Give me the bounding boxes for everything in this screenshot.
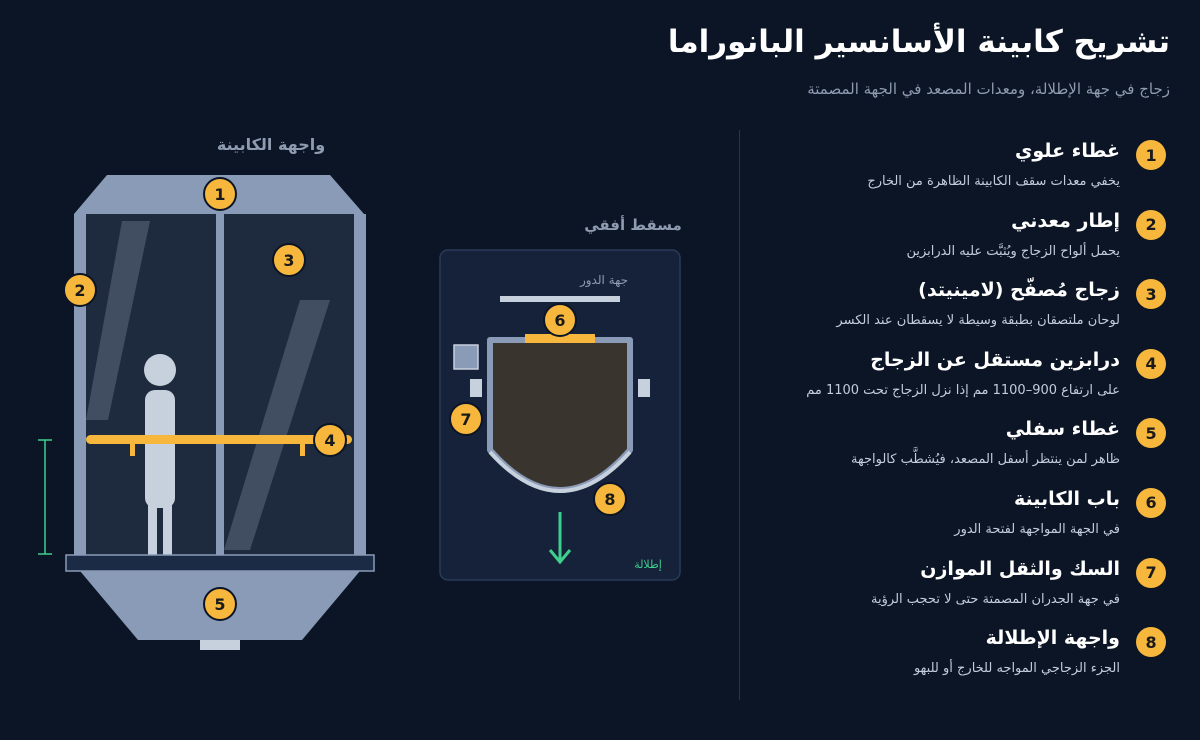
marker-1: 1 xyxy=(203,177,237,211)
person-figure xyxy=(148,505,157,555)
legend-description: لوحان ملتصقان بطبقة وسيطة لا يسقطان عند … xyxy=(836,313,1120,329)
counterweight xyxy=(453,344,479,370)
svg-text:2: 2 xyxy=(74,281,85,300)
legend-number: 1 xyxy=(1136,140,1166,170)
view-side-label: إطلالة xyxy=(634,558,662,571)
legend-item: 2 إطار معدني يحمل ألواح الزجاج ويُثبَّت … xyxy=(746,206,1166,276)
legend-number: 6 xyxy=(1136,487,1166,518)
legend-number: 3 xyxy=(1136,279,1166,310)
legend-item: 3 زجاج مُصفّح (لامينيتد) لوحان ملتصقان ب… xyxy=(746,275,1166,345)
floor-side-label: جهة الدور xyxy=(579,273,628,288)
legend-description: يحمل ألواح الزجاج ويُثبَّت عليه الدرابزي… xyxy=(906,243,1120,259)
legend-item: 6 باب الكابينة في الجهة المواجهة لفتحة ا… xyxy=(746,484,1166,554)
handrail xyxy=(86,435,352,444)
svg-text:1: 1 xyxy=(214,185,225,204)
frame-post xyxy=(74,214,86,556)
plan-view-label: مسقط أفقي xyxy=(584,215,682,234)
legend-title: زجاج مُصفّح (لامينيتد) xyxy=(918,279,1120,302)
legend-title: إطار معدني xyxy=(1011,209,1120,232)
svg-text:7: 7 xyxy=(460,410,471,429)
front-view-diagram: واجهة الكابينة 1 2 3 4 5 xyxy=(38,135,682,650)
legend-title: السك والثقل الموازن xyxy=(920,557,1120,580)
view-arrow xyxy=(548,549,572,565)
legend: 1 غطاء علوي يخفي معدات سقف الكابينة الظا… xyxy=(746,136,1166,693)
legend-description: الجزء الزجاجي المواجه للخارج أو للبهو xyxy=(913,661,1120,677)
legend-item: 7 السك والثقل الموازن في جهة الجدران الم… xyxy=(746,554,1166,624)
svg-text:3: 3 xyxy=(283,251,294,270)
cabin-door xyxy=(525,334,595,343)
legend-description: ظاهر لمن ينتظر أسفل المصعد، فيُشطَّب كال… xyxy=(851,452,1120,468)
marker-8: 8 xyxy=(593,482,627,516)
cabin-floor xyxy=(65,554,375,572)
handrail-bracket xyxy=(130,440,135,456)
legend-number: 4 xyxy=(1136,348,1166,379)
svg-text:4: 4 xyxy=(324,431,335,450)
svg-text:6: 6 xyxy=(554,311,565,330)
person-figure xyxy=(163,505,172,555)
person-figure xyxy=(144,354,176,386)
marker-7: 7 xyxy=(449,402,483,436)
frame-post xyxy=(354,214,366,556)
glass-reflection xyxy=(224,300,330,550)
cabin-plan xyxy=(487,337,633,493)
glass-reflection xyxy=(86,221,150,420)
legend-title: غطاء علوي xyxy=(1014,140,1120,162)
guide-rail xyxy=(470,379,482,397)
legend-title: درابزين مستقل عن الزجاج xyxy=(870,348,1120,371)
handrail-bracket xyxy=(300,440,305,456)
marker-2: 2 xyxy=(63,273,97,307)
person-figure xyxy=(145,390,175,508)
legend-description: يخفي معدات سقف الكابينة الظاهرة من الخار… xyxy=(867,174,1120,189)
legend-description: على ارتفاع 900–1100 مم إذا نزل الزجاج تح… xyxy=(806,382,1120,398)
legend-number: 7 xyxy=(1136,557,1166,588)
page-subtitle: زجاج في جهة الإطلالة، ومعدات المصعد في ا… xyxy=(807,80,1170,98)
legend-item: 1 غطاء علوي يخفي معدات سقف الكابينة الظا… xyxy=(746,136,1166,206)
legend-item: 5 غطاء سفلي ظاهر لمن ينتظر أسفل المصعد، … xyxy=(746,414,1166,484)
view-glass-curve xyxy=(488,450,632,493)
legend-title: غطاء سفلي xyxy=(1005,418,1120,441)
bottom-stub xyxy=(200,640,240,650)
front-view-label: واجهة الكابينة xyxy=(217,135,325,154)
page-title: تشريح كابينة الأسانسير البانوراما xyxy=(667,24,1170,60)
legend-description: في جهة الجدران المصمتة حتى لا تحجب الرؤي… xyxy=(871,591,1120,607)
marker-4: 4 xyxy=(313,423,347,457)
floor-landing xyxy=(500,296,620,302)
marker-5: 5 xyxy=(203,587,237,621)
legend-number: 5 xyxy=(1136,418,1166,449)
legend-title: باب الكابينة xyxy=(1014,487,1120,510)
svg-text:5: 5 xyxy=(214,595,225,614)
legend-item: 4 درابزين مستقل عن الزجاج على ارتفاع 900… xyxy=(746,345,1166,415)
marker-3: 3 xyxy=(272,243,306,277)
legend-item: 8 واجهة الإطلالة الجزء الزجاجي المواجه ل… xyxy=(746,623,1166,693)
guide-rail xyxy=(638,379,650,397)
legend-number: 2 xyxy=(1136,209,1166,240)
legend-description: في الجهة المواجهة لفتحة الدور xyxy=(954,521,1120,537)
legend-title: واجهة الإطلالة xyxy=(985,627,1120,650)
svg-text:8: 8 xyxy=(604,490,615,509)
divider xyxy=(739,130,740,700)
legend-number: 8 xyxy=(1136,627,1166,658)
frame-mullion xyxy=(216,214,224,556)
marker-6: 6 xyxy=(543,303,577,337)
